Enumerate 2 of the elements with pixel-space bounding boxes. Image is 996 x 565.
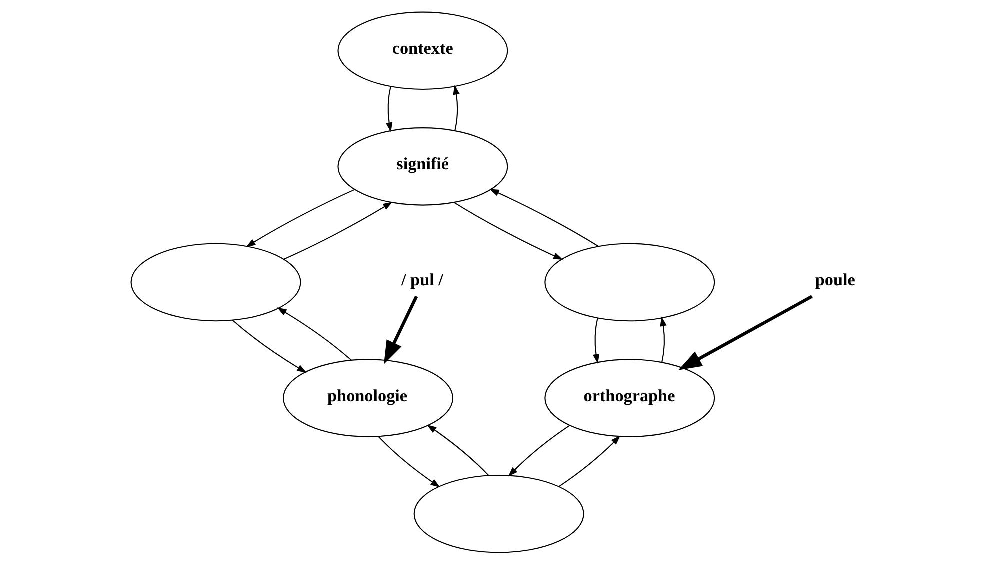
node-text: / pul /	[401, 270, 444, 290]
node-text: poule	[815, 270, 856, 290]
